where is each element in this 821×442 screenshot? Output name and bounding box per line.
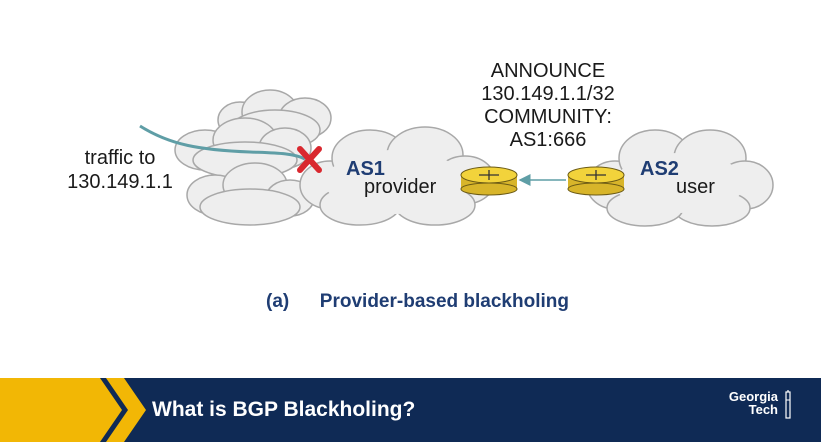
announce-line4: AS1:666 xyxy=(509,129,587,151)
as2-router-icon xyxy=(567,166,625,196)
figure-caption: (a) Provider-based blackholing xyxy=(266,290,569,314)
traffic-path xyxy=(139,124,306,161)
upstream-cloud-bottom xyxy=(186,162,315,226)
drop-mark-icon xyxy=(297,146,322,173)
traffic-label-line1: traffic to xyxy=(84,147,156,169)
tech-tower-icon xyxy=(785,390,791,419)
logo-line1: Georgia xyxy=(728,389,778,404)
announce-line1: ANNOUNCE xyxy=(490,60,606,82)
caption-text: Provider-based blackholing xyxy=(319,291,569,312)
as2-role: user xyxy=(676,176,715,198)
title-banner: What is BGP Blackholing? Georgia Tech xyxy=(0,378,821,442)
logo-line2: Tech xyxy=(748,402,778,417)
as1-router-icon xyxy=(460,166,518,196)
announce-line2: 130.149.1.1/32 xyxy=(481,83,615,105)
traffic-label-line2: 130.149.1.1 xyxy=(67,171,173,193)
slide-title: What is BGP Blackholing? xyxy=(152,398,416,421)
as2-name: AS2 xyxy=(640,158,679,180)
announce-line3: COMMUNITY: xyxy=(484,106,612,128)
as1-role: provider xyxy=(364,176,437,198)
caption-label: (a) xyxy=(266,291,290,312)
chevron-decoration-icon xyxy=(0,378,146,442)
georgia-tech-logo: Georgia Tech xyxy=(718,390,778,416)
announcement-text: ANNOUNCE 130.149.1.1/32 COMMUNITY: AS1:6… xyxy=(458,60,638,152)
traffic-label: traffic to 130.149.1.1 xyxy=(40,146,200,194)
blackholing-diagram xyxy=(139,89,774,227)
as1-name: AS1 xyxy=(346,158,385,180)
